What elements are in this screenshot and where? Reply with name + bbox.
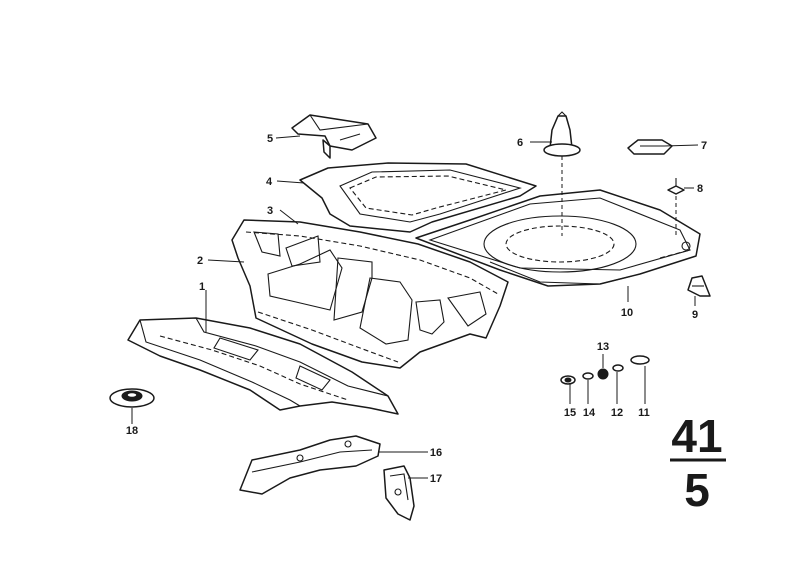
leader-lines [131, 135, 699, 479]
part-10-floor [415, 189, 701, 287]
part-17-bracket [383, 465, 415, 521]
part-8-screw [667, 178, 685, 195]
group-main-number: 41 [671, 410, 722, 462]
callout-9: 9 [692, 309, 698, 321]
callout-5: 5 [267, 133, 273, 145]
callout-2: 2 [197, 255, 203, 267]
callout-15: 15 [564, 407, 576, 419]
callout-3: 3 [267, 205, 273, 217]
callout-14: 14 [583, 407, 596, 419]
callout-7: 7 [701, 140, 707, 152]
part-13-nut [597, 368, 609, 380]
callout-16: 16 [430, 447, 442, 459]
group-number: 41 5 [670, 410, 726, 516]
callout-1: 1 [199, 281, 205, 293]
part-15-clip [560, 375, 576, 385]
callout-6: 6 [517, 137, 523, 149]
callout-13: 13 [597, 341, 609, 353]
part-18-plug [109, 388, 155, 408]
callout-11: 11 [638, 407, 650, 419]
part-12-plug [612, 364, 624, 372]
callout-8: 8 [697, 183, 703, 195]
part-7-plate [627, 139, 673, 155]
part-6-holder [543, 111, 581, 157]
group-sub-number: 5 [684, 464, 710, 516]
callout-4: 4 [266, 176, 273, 188]
part-16-bracket [239, 435, 381, 495]
callout-17: 17 [430, 473, 442, 485]
part-9-clip [687, 275, 711, 297]
callout-18: 18 [126, 425, 138, 437]
callout-10: 10 [621, 307, 633, 319]
part-5-bracket [291, 114, 377, 159]
part-14-washer [582, 372, 594, 380]
part-11-plug [630, 355, 650, 365]
part-1-crossmember [127, 317, 399, 415]
part-4-frame [299, 162, 537, 233]
callout-12: 12 [611, 407, 623, 419]
part-2-bulkhead [231, 219, 509, 369]
callout-labels: 1 2 3 4 5 6 7 8 9 10 11 12 13 14 15 16 1… [126, 133, 707, 485]
